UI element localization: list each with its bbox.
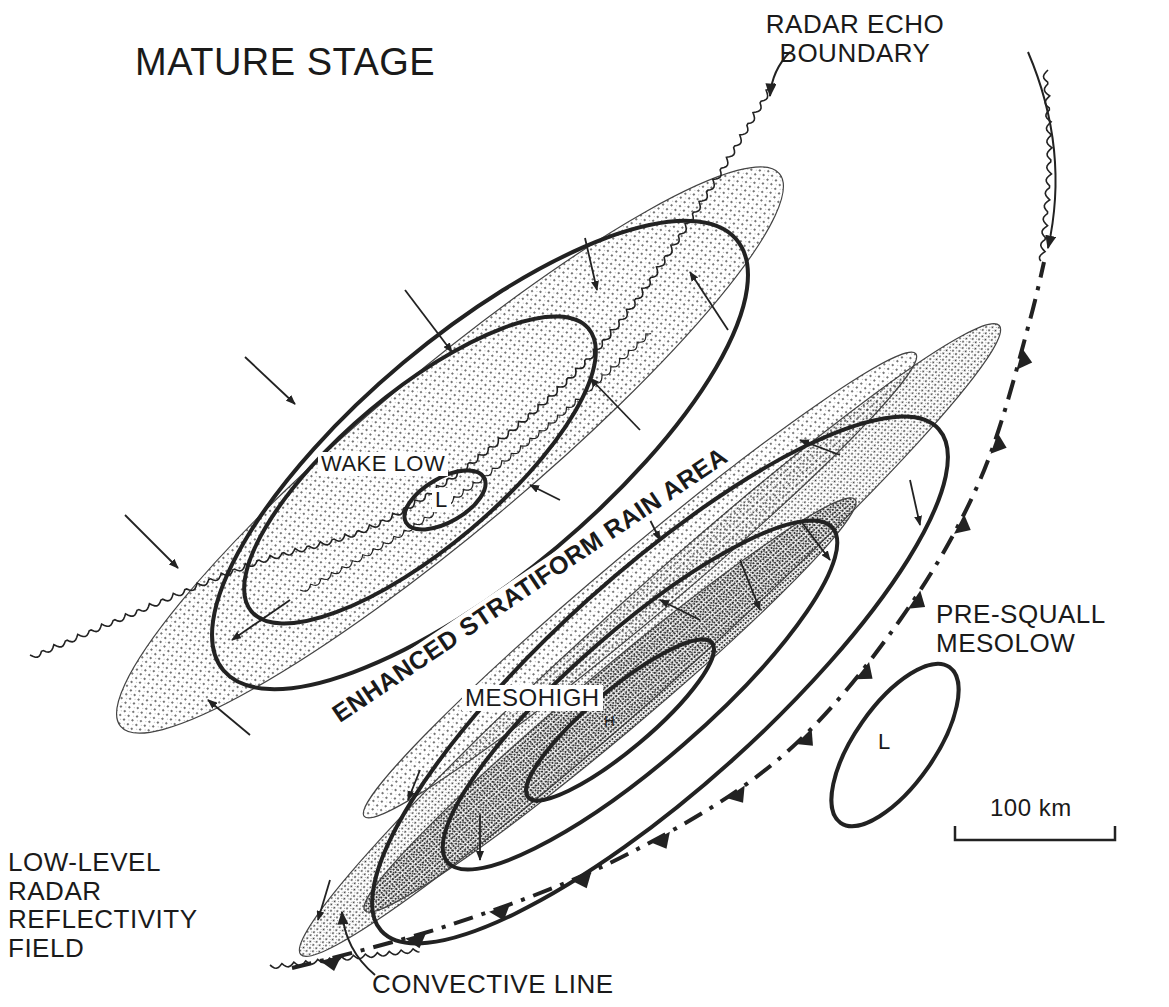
front-symbol: [727, 786, 745, 803]
front-symbol: [651, 832, 670, 849]
wind-arrow: [405, 290, 452, 352]
front-symbol: [320, 956, 341, 972]
front-symbol: [1017, 348, 1033, 369]
wind-arrow: [690, 272, 728, 330]
isobar: [309, 349, 1011, 1007]
wind-arrow: [318, 880, 330, 920]
scale-bar: [955, 826, 1115, 840]
pressure-symbol: L: [878, 730, 891, 754]
reflectivity-area: [270, 291, 1030, 988]
pressure-symbol: L: [432, 488, 451, 512]
boundary-label: RADAR ECHO BOUNDARY: [730, 10, 980, 67]
reflectivity-area: [342, 328, 937, 843]
diagram-title: MATURE STAGE: [135, 42, 435, 84]
radar-echo-boundary: [270, 949, 419, 969]
wind-arrow: [585, 238, 597, 290]
gust-front: [292, 262, 1044, 968]
reflectivity-area: [69, 112, 831, 787]
radar-echo-boundary: [30, 83, 774, 657]
wind-arrow: [590, 378, 640, 430]
feature-label: CONVECTIVE LINE: [372, 970, 614, 999]
isobar: [808, 644, 983, 846]
region-label: PRE-SQUALL MESOLOW: [933, 600, 1164, 657]
wind-arrow: [530, 485, 560, 500]
reflectivity-areas: [69, 112, 1030, 988]
front-symbol: [954, 514, 971, 534]
wind-arrow: [800, 520, 830, 560]
wind-arrow: [479, 815, 481, 860]
front-symbol: [991, 433, 1007, 454]
region-label: MESOHIGH: [462, 685, 603, 711]
scale-label: 100 km: [990, 795, 1072, 821]
front-symbol: [571, 872, 591, 889]
front-symbol: [405, 932, 426, 948]
pressure-symbol: H: [604, 713, 615, 730]
leader-arrow: [342, 912, 375, 975]
front-symbol: [908, 590, 925, 608]
isobars: [146, 148, 1011, 1007]
wind-arrow: [408, 770, 420, 800]
wind-arrow: [800, 440, 840, 455]
front-symbol: [489, 904, 510, 920]
wind-arrow: [245, 357, 295, 404]
wind-arrow: [232, 600, 290, 640]
wind-arrow: [910, 480, 920, 525]
wind-arrow: [208, 700, 250, 735]
wind-arrow: [740, 560, 760, 610]
wind-arrow: [660, 600, 700, 620]
leader-arrow: [1028, 52, 1056, 248]
front-symbol: [855, 662, 872, 679]
front-symbol: [796, 729, 813, 746]
isobar: [404, 478, 876, 912]
wind-arrow: [125, 515, 178, 568]
region-label: WAKE LOW: [318, 452, 448, 476]
field-label: LOW-LEVEL RADAR REFLECTIVITY FIELD: [8, 848, 188, 962]
wind-arrow: [650, 520, 660, 540]
